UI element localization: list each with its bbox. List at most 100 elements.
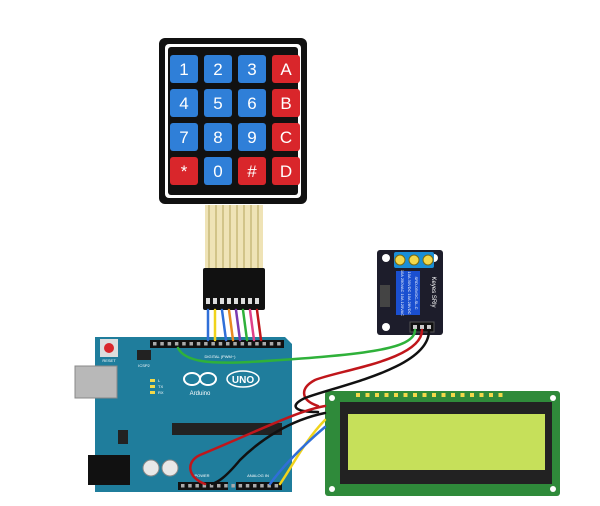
keypad-key [272, 55, 300, 83]
keypad-key [272, 157, 300, 185]
lcd-pin [470, 393, 474, 397]
arduino-brand: Arduino [190, 391, 211, 397]
keypad-ribbon-cable [203, 205, 265, 310]
keypad-key [170, 89, 198, 117]
keypad-key [204, 55, 232, 83]
keypad-face [168, 47, 298, 195]
icsp2-header [137, 350, 151, 360]
wire-keypad-5 [234, 308, 242, 342]
wire-lcd-scl [268, 425, 327, 486]
digital-pin [247, 342, 252, 346]
keypad-key [204, 89, 232, 117]
terminal-screw [408, 254, 420, 266]
voltage-regulator [118, 430, 128, 444]
arduino-board [95, 337, 292, 492]
header-pin [274, 484, 279, 488]
lcd-display [325, 391, 560, 496]
connector-pin [227, 298, 231, 304]
keypad-key-label: 5 [213, 94, 222, 113]
digital-header [150, 340, 284, 348]
header-pin [267, 484, 271, 488]
analog-header [236, 482, 282, 490]
header-pin [231, 484, 235, 488]
wire-keypad-7 [248, 308, 256, 342]
lcd-screen [348, 414, 545, 470]
keypad-key-label: 9 [247, 128, 256, 147]
reset-label: RESET [102, 358, 116, 363]
analog-label: ANALOG IN [247, 473, 269, 478]
digital-pin [277, 342, 281, 346]
header-pin [217, 484, 221, 488]
keypad-key-label: 8 [213, 128, 222, 147]
lcd-pin [489, 393, 493, 397]
digital-pin [189, 342, 193, 346]
arduino-logo: Arduino UNO [183, 370, 260, 397]
relay-mount-hole [382, 254, 390, 262]
digital-pin [153, 342, 157, 346]
keypad-key-label: # [247, 162, 257, 181]
terminal-screw [394, 254, 406, 266]
relay-module: 10A 250VAC 10A 125VAC 10A 30VDC 10A 28VD… [377, 250, 443, 335]
digital-pin [226, 342, 230, 346]
capacitor [161, 459, 179, 477]
header-pin [245, 484, 250, 488]
keypad-key-label: 0 [213, 162, 222, 181]
relay-pin [427, 325, 431, 329]
connector-pin [220, 298, 224, 304]
digital-pin [233, 342, 237, 346]
digital-pin [167, 342, 172, 346]
keypad-key [170, 55, 198, 83]
keypad-key [238, 55, 266, 83]
header-pin [181, 484, 185, 488]
atmega-chip [172, 423, 282, 435]
l-led [150, 379, 155, 382]
keypad-key-label: D [280, 162, 292, 181]
rx-label: RX [158, 390, 164, 395]
lcd-pin [413, 393, 417, 397]
relay-transistor [380, 285, 390, 307]
connector-pin [213, 298, 217, 304]
wire-keypad-6 [241, 308, 249, 342]
keypad-key-label: A [280, 60, 292, 79]
power-label: POWER [194, 473, 209, 478]
keypad-key [272, 89, 300, 117]
connector-pin [241, 298, 245, 304]
connector-pin [248, 298, 252, 304]
digital-pin [269, 342, 274, 346]
keypad-key [238, 89, 266, 117]
connector-pin [234, 298, 238, 304]
header-pin [253, 484, 257, 488]
header-pin [188, 484, 192, 488]
wires [176, 308, 431, 486]
relay-pin [413, 325, 417, 329]
lcd-pin [356, 393, 360, 397]
digital-pin [160, 342, 164, 346]
header-pin [209, 484, 214, 488]
rx-led [150, 391, 155, 394]
digital-pin [174, 342, 179, 346]
keypad-key [238, 123, 266, 151]
keypad-key-label: 3 [247, 60, 256, 79]
digital-label: DIGITAL (PWM~) [205, 354, 237, 359]
keypad-key [204, 123, 232, 151]
header-pin [238, 484, 243, 488]
relay-brand: Keyes SRly [430, 276, 436, 307]
header-pin [202, 484, 207, 488]
lcd-pin [375, 393, 379, 397]
connector-pin [255, 298, 259, 304]
header-pin [260, 484, 264, 488]
terminal-screw [422, 254, 434, 266]
wire-lcd-sda [278, 418, 327, 486]
keypad-key-label: C [280, 128, 292, 147]
uno-badge [226, 370, 260, 388]
keypad-key-label: 6 [247, 94, 256, 113]
lcd-pin [403, 393, 408, 397]
wire-keypad-4 [227, 308, 235, 342]
lcd-mount-hole [329, 395, 335, 401]
digital-pin [211, 342, 215, 346]
keypad-key-label: * [181, 162, 188, 181]
header-pin [195, 484, 199, 488]
lcd-mount-hole [329, 486, 335, 492]
